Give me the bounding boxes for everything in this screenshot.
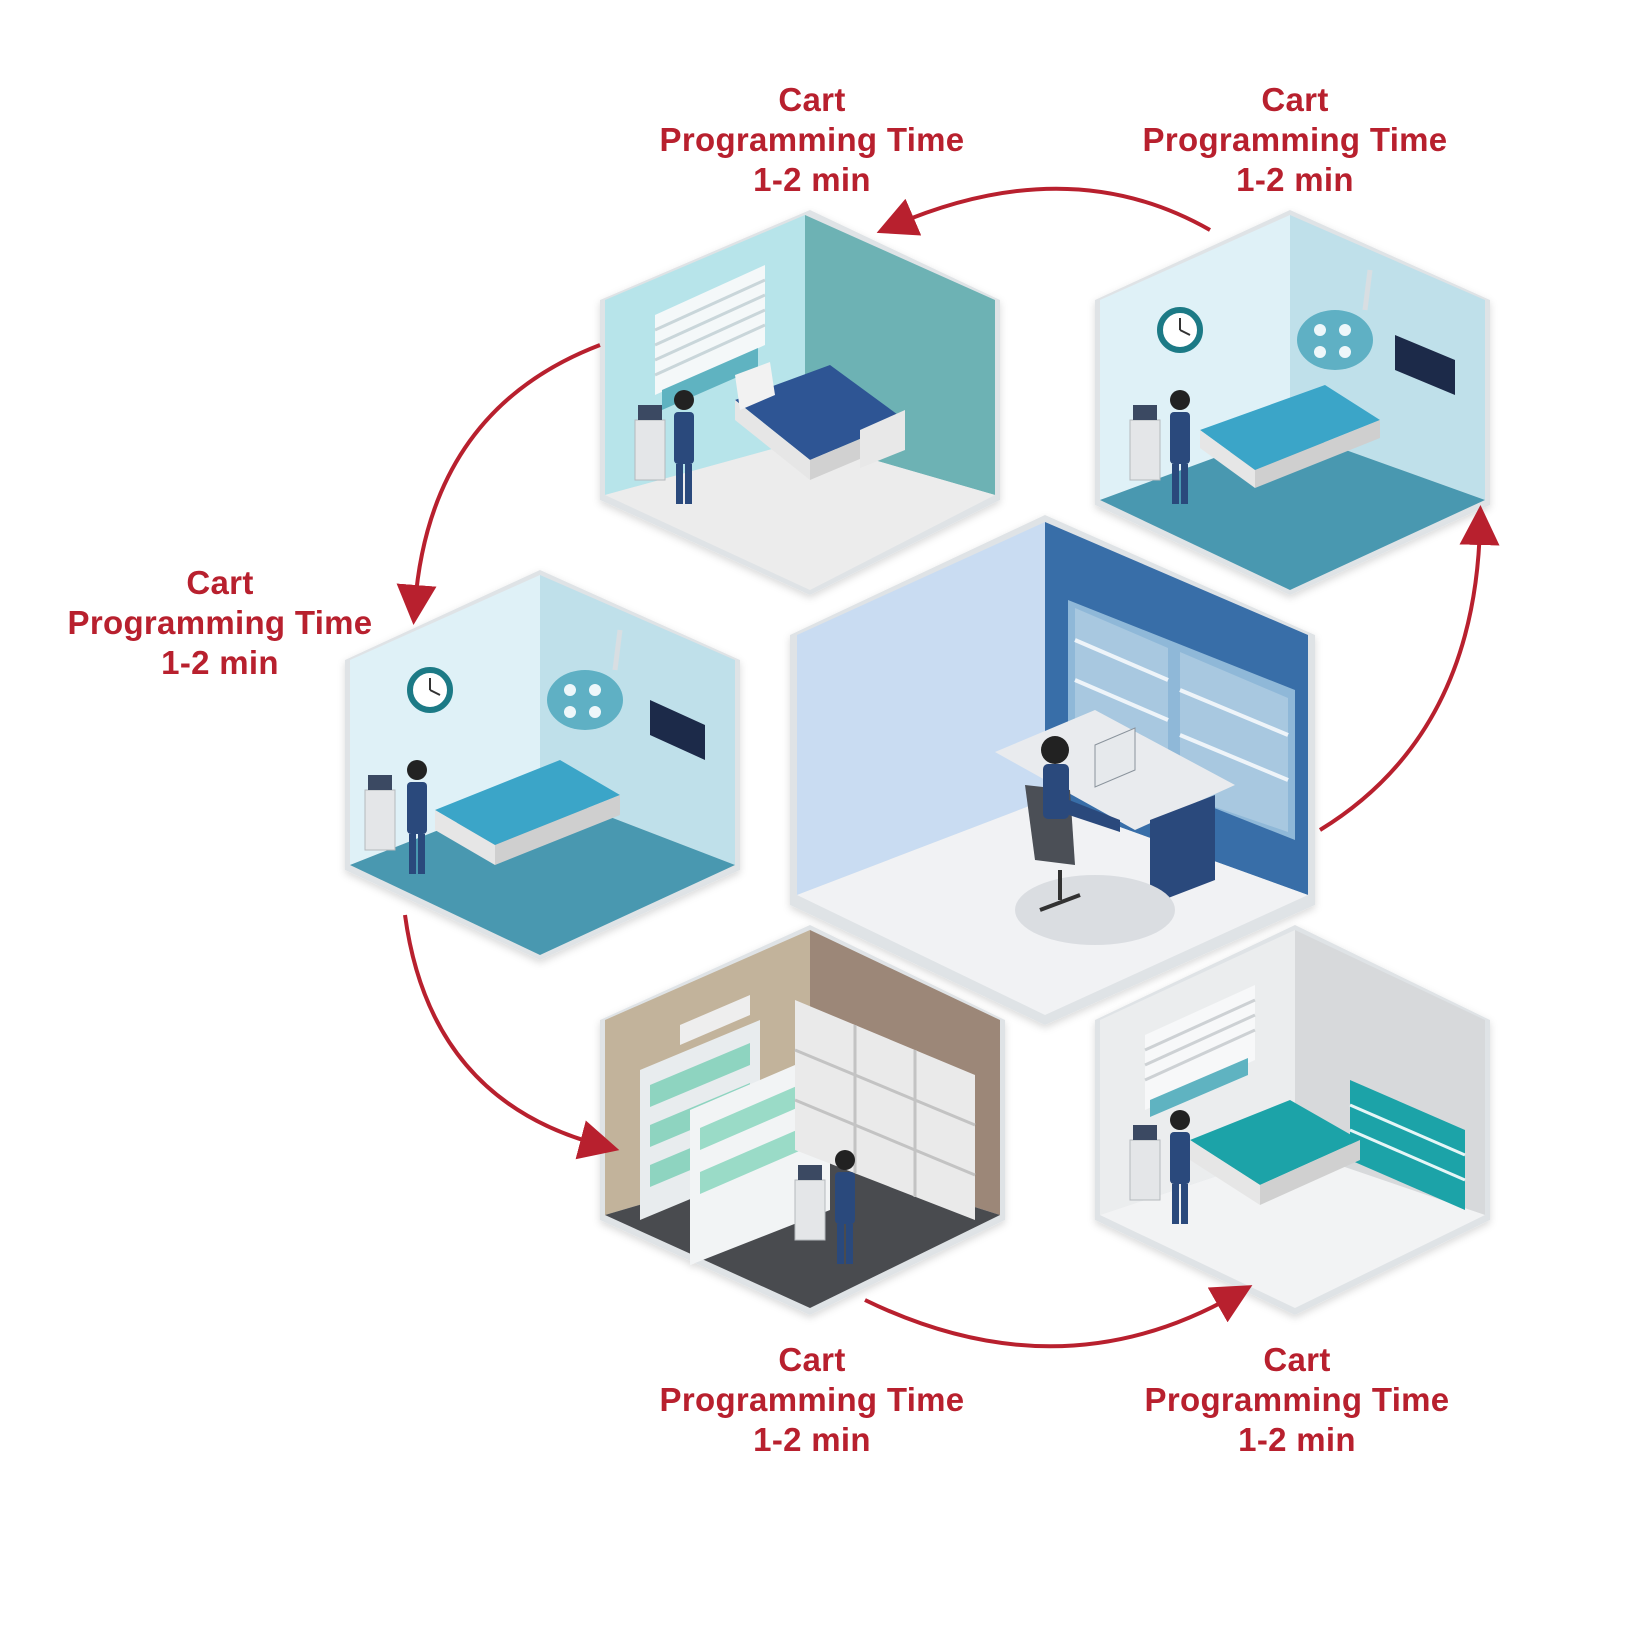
person-at-desk bbox=[1041, 736, 1120, 832]
window-blinds bbox=[1144, 985, 1256, 1117]
label-line3: 1-2 min bbox=[1236, 161, 1354, 198]
label-mid-left: Cart Programming Time 1-2 min bbox=[20, 563, 420, 683]
arrow-topright-to-topleft bbox=[876, 186, 1211, 236]
label-line3: 1-2 min bbox=[161, 644, 279, 681]
hospital-bed bbox=[735, 362, 905, 480]
nurse-with-cart bbox=[1129, 1110, 1190, 1224]
label-line3: 1-2 min bbox=[1238, 1421, 1356, 1458]
room-central-office bbox=[790, 515, 1315, 1025]
label-line2: Programming Time bbox=[659, 1381, 965, 1418]
wall-clock-icon bbox=[407, 667, 453, 713]
arrow-topleft-to-midleft bbox=[396, 343, 601, 625]
label-bottom-right: Cart Programming Time 1-2 min bbox=[1097, 1340, 1497, 1460]
nurse-with-cart bbox=[634, 390, 694, 504]
label-line2: Programming Time bbox=[67, 604, 373, 641]
nurse-with-cart bbox=[794, 1150, 855, 1264]
label-line3: 1-2 min bbox=[753, 1421, 871, 1458]
arrow-midleft-to-bottomleft bbox=[403, 914, 620, 1160]
arrow-bottomleft-to-bottomright bbox=[864, 1285, 1253, 1349]
monitor-icon bbox=[1395, 335, 1455, 395]
label-line2: Programming Time bbox=[1144, 1381, 1450, 1418]
hospital-bed bbox=[1190, 1100, 1360, 1205]
label-line1: Cart bbox=[778, 81, 846, 118]
operating-table bbox=[435, 760, 620, 865]
label-top-left: Cart Programming Time 1-2 min bbox=[612, 80, 1012, 200]
nurse-with-cart bbox=[1129, 390, 1190, 504]
label-line2: Programming Time bbox=[1142, 121, 1448, 158]
label-line1: Cart bbox=[1263, 1341, 1331, 1378]
air-conditioner-icon bbox=[680, 995, 750, 1045]
drawer-cabinet bbox=[1349, 1080, 1466, 1210]
nurse-with-cart bbox=[364, 760, 427, 874]
label-line1: Cart bbox=[1261, 81, 1329, 118]
room-operating-left bbox=[345, 570, 740, 960]
label-line1: Cart bbox=[778, 1341, 846, 1378]
operating-table bbox=[1200, 385, 1380, 488]
label-bottom-left: Cart Programming Time 1-2 min bbox=[612, 1340, 1012, 1460]
label-line1: Cart bbox=[186, 564, 254, 601]
surgical-lamp-icon bbox=[547, 629, 623, 730]
room-ward-grey bbox=[1095, 925, 1490, 1315]
monitor-icon bbox=[650, 700, 705, 760]
label-top-right: Cart Programming Time 1-2 min bbox=[1095, 80, 1495, 200]
label-line3: 1-2 min bbox=[753, 161, 871, 198]
wall-clock-icon bbox=[1157, 307, 1203, 353]
arrow-center-to-topright bbox=[1318, 505, 1500, 832]
room-operating-top bbox=[1095, 210, 1490, 595]
room-pharmacy bbox=[600, 925, 1005, 1315]
label-line2: Programming Time bbox=[659, 121, 965, 158]
room-ward-teal bbox=[600, 210, 1000, 595]
surgical-lamp-icon bbox=[1297, 269, 1373, 370]
